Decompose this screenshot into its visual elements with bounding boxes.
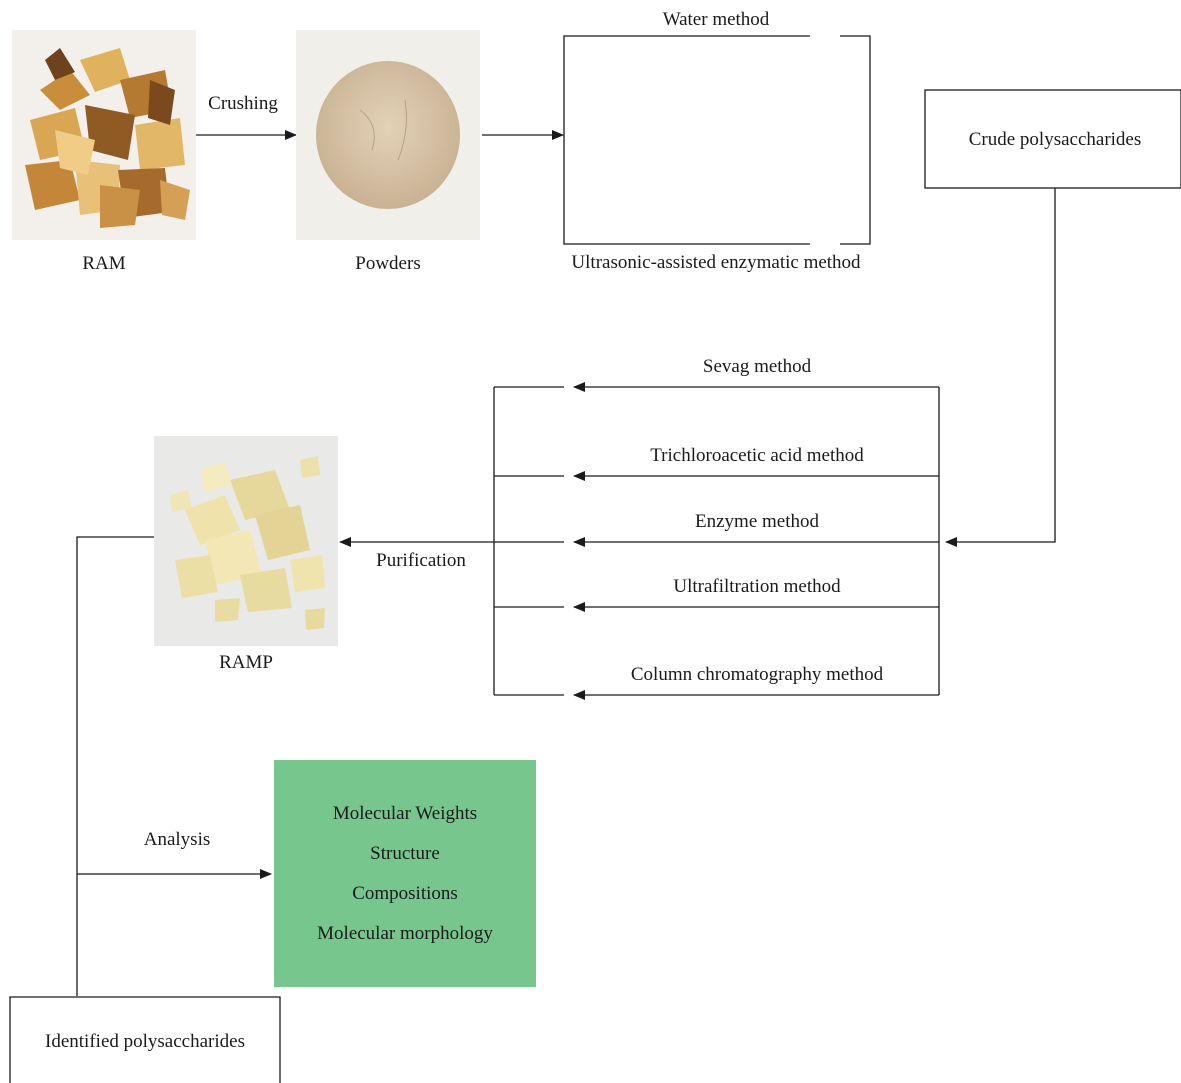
method-row: Trichloroacetic acid method <box>494 445 939 481</box>
method-label: Ultrafiltration method <box>673 576 841 597</box>
ram-photo: RAM <box>12 30 196 274</box>
dried-root-slices-icon <box>25 48 190 228</box>
ramp-label: RAMP <box>219 652 273 673</box>
method-row: Ultrafiltration method <box>494 576 939 612</box>
analysis-item: Compositions <box>352 883 458 904</box>
purification-label: Purification <box>376 550 466 571</box>
ultrasonic-method-label: Ultrasonic-assisted enzymatic method <box>571 252 861 273</box>
ramp-connector <box>76 536 154 996</box>
identified-polysaccharides-box <box>9 996 281 1083</box>
identified-polysaccharides-label: Identified polysaccharides <box>45 1031 245 1052</box>
powder-pile-icon <box>316 61 460 209</box>
powders-label: Powders <box>355 253 420 274</box>
method-row: Enzyme method <box>494 511 939 547</box>
method-label: Column chromatography method <box>631 664 884 685</box>
crude-connector <box>945 188 1056 547</box>
crude-polysaccharides-label: Crude polysaccharides <box>969 129 1142 150</box>
analysis-item: Molecular Weights <box>333 803 477 824</box>
ram-label: RAM <box>82 253 125 274</box>
analysis-results-box <box>274 760 536 987</box>
analysis-label: Analysis <box>144 829 211 850</box>
crude-polysaccharides-box <box>924 89 1181 189</box>
analysis-item: Structure <box>370 843 440 864</box>
analysis-item: Molecular morphology <box>317 923 493 944</box>
crushing-label: Crushing <box>208 93 278 114</box>
method-row: Sevag method <box>494 356 939 392</box>
polysaccharide-flakes-icon <box>170 456 325 630</box>
method-label: Sevag method <box>703 356 812 377</box>
water-method-label: Water method <box>663 9 770 30</box>
method-label: Trichloroacetic acid method <box>650 445 864 466</box>
extraction-bracket <box>563 35 871 245</box>
method-label: Enzyme method <box>695 511 819 532</box>
method-row: Column chromatography method <box>494 664 939 700</box>
ramp-photo: RAMP <box>154 436 338 673</box>
powders-photo: Powders <box>296 30 480 274</box>
